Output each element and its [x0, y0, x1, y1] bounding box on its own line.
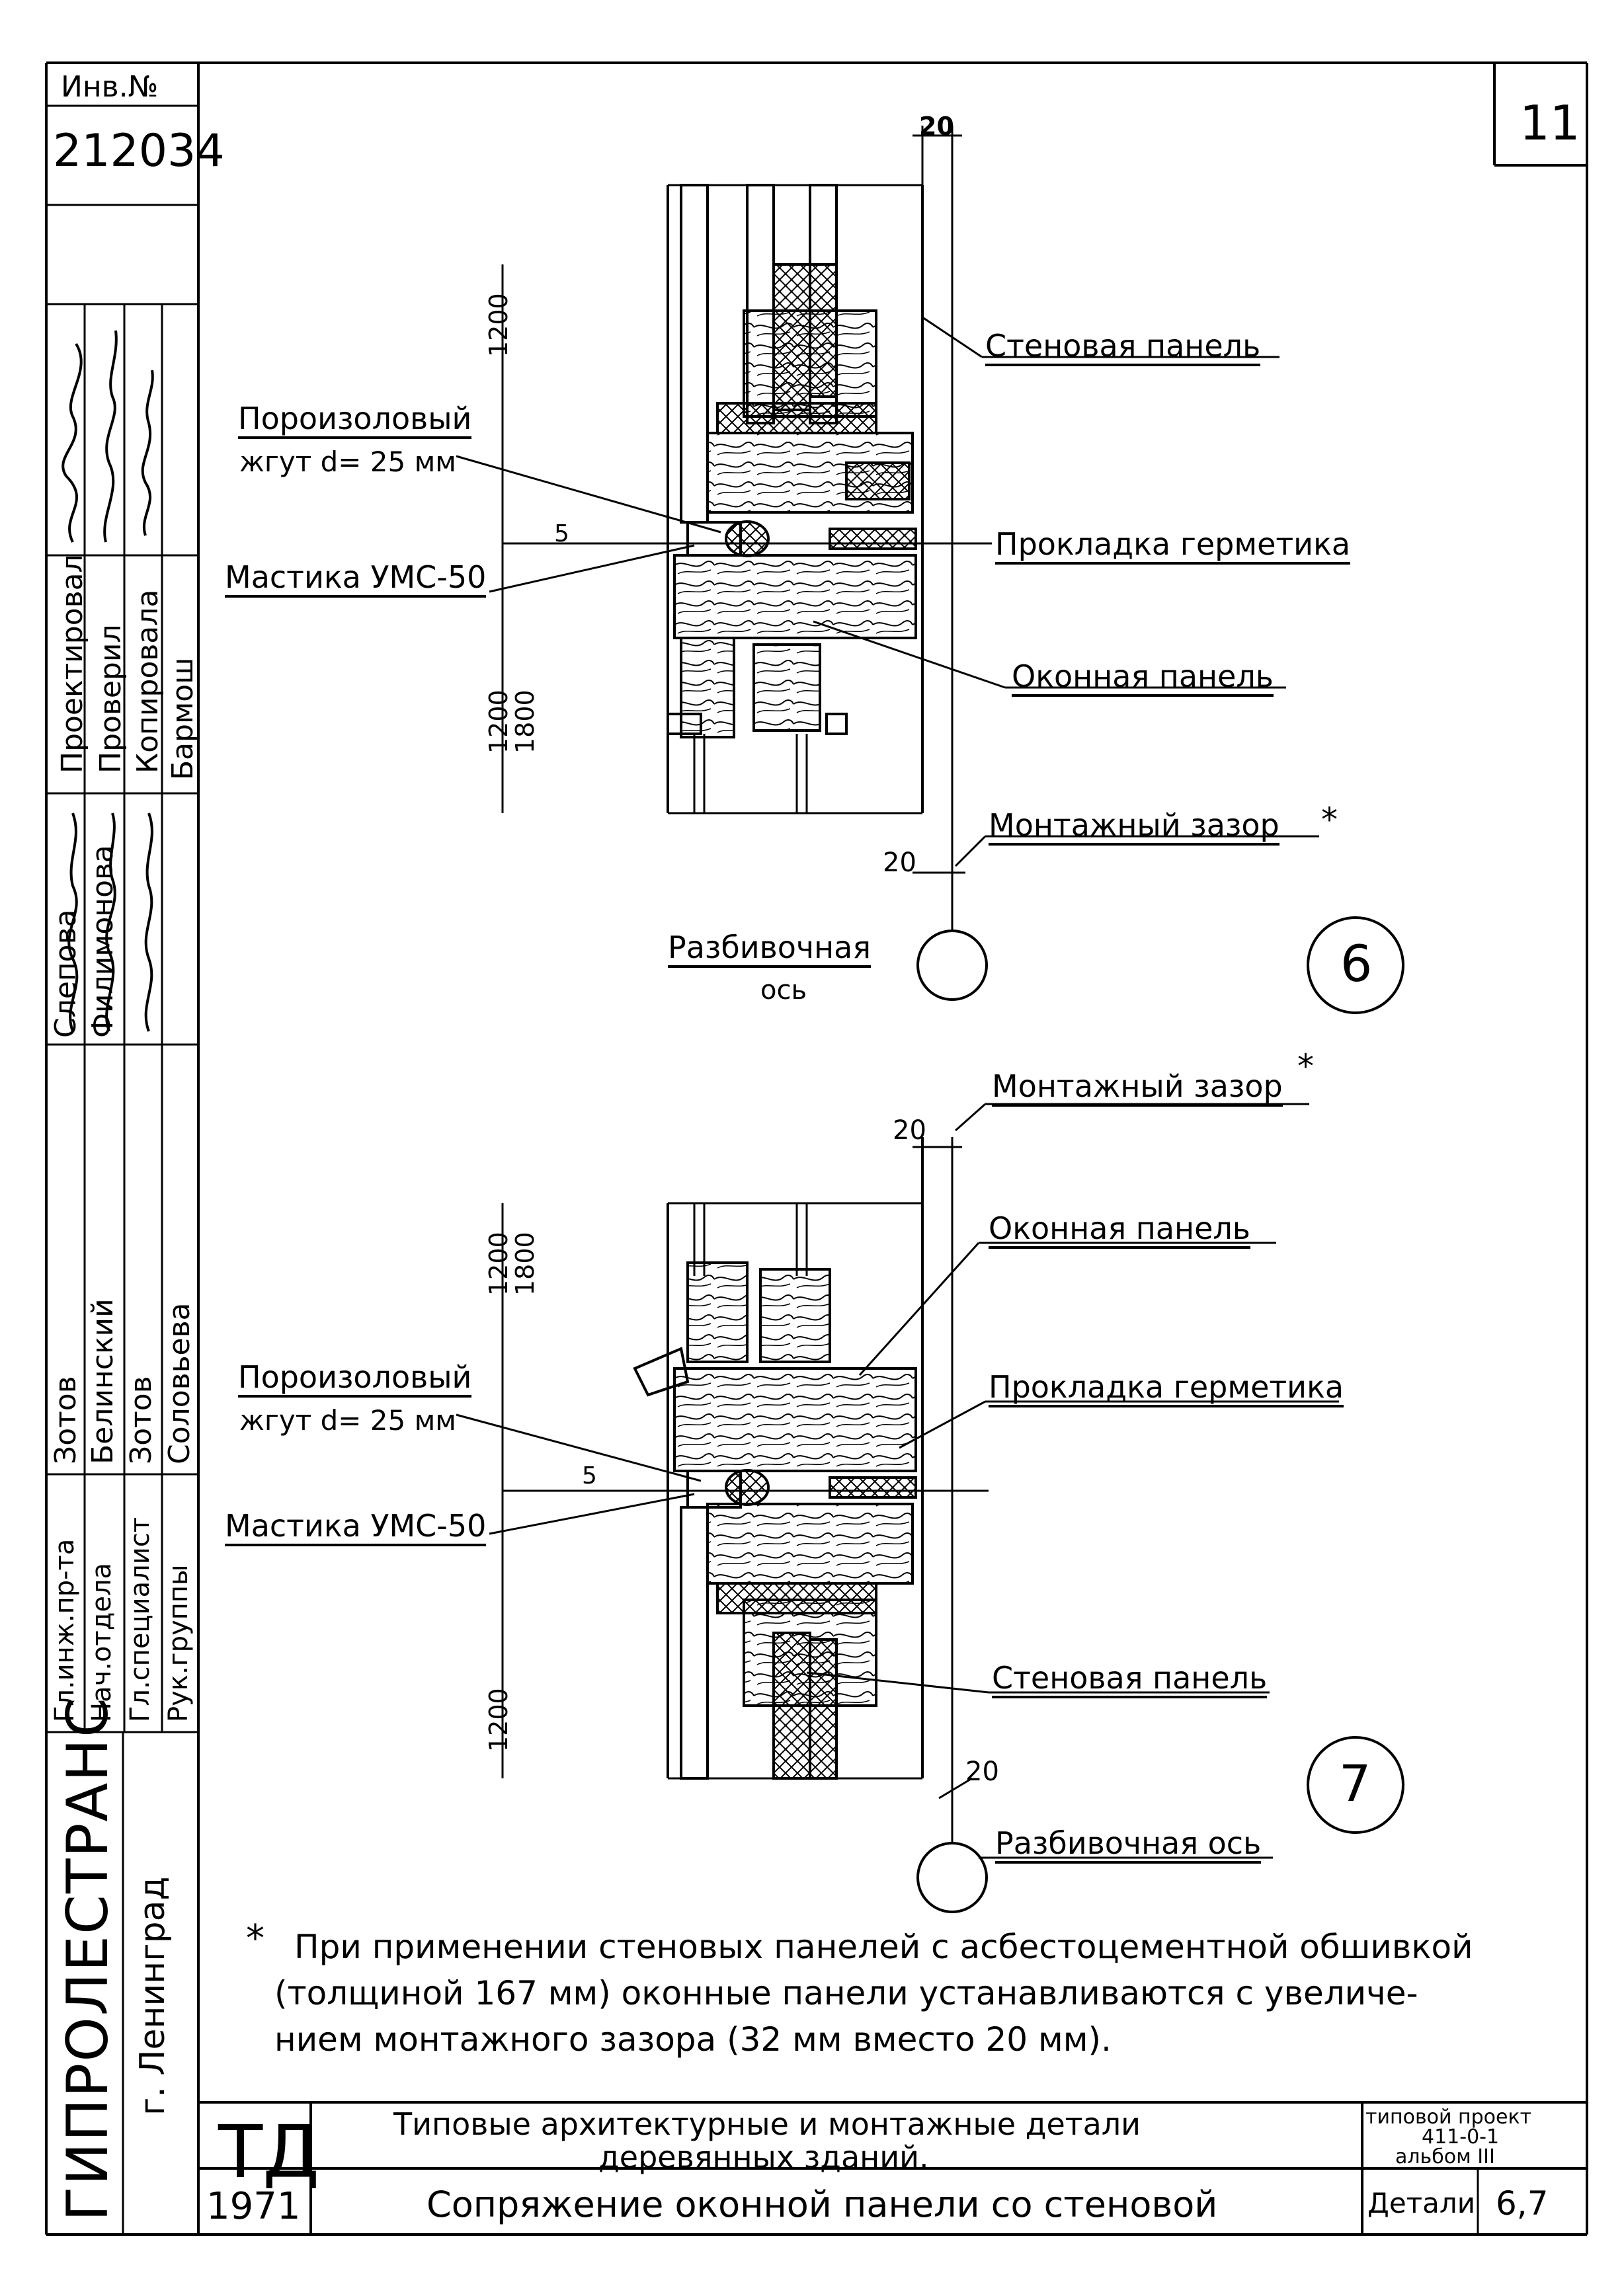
detail7-dim-bottom: 20	[965, 1757, 999, 1787]
detail7-dim-h1: 1200	[484, 1232, 513, 1296]
detail6-axis-label-2: ось	[760, 975, 807, 1006]
title-project-3: альбом III	[1395, 2145, 1495, 2168]
detail7-dim-mid: 5	[582, 1462, 597, 1489]
detail6-dim-mid: 5	[554, 520, 569, 547]
title-project-1: типовой проект	[1365, 2106, 1532, 2129]
detail6-axis-label: Разбивочная	[668, 932, 872, 968]
detail7-wall-panel-label: Стеновая панель	[992, 1663, 1268, 1698]
detail7-mastic-label: Мастика УМС-50	[225, 1511, 487, 1546]
footnote-star: *	[246, 1917, 264, 1960]
detail6-tourniquet-label: жгут d= 25 мм	[239, 446, 456, 478]
detail7-dim-h2: 1800	[510, 1232, 540, 1296]
detail7-window-panel-label: Оконная панель	[989, 1213, 1250, 1249]
detail7-tourniquet-label: жгут d= 25 мм	[239, 1404, 456, 1437]
title-project-2: 411-0-1	[1422, 2125, 1500, 2149]
detail6-circle-number: 6	[1340, 934, 1373, 993]
stamp-name-slepova: Слепова	[49, 909, 83, 1039]
detail7-dim-h3: 1200	[484, 1688, 513, 1752]
sheet-number: 11	[1520, 95, 1580, 151]
detail7-poroizol-label: Пороизоловый	[238, 1362, 472, 1398]
title-line-2: деревянных зданий.	[598, 2139, 929, 2175]
footnote-line-3: нием монтажного зазора (32 мм вместо 20 …	[274, 2020, 1112, 2059]
detail6-gap-label: Монтажный зазор	[989, 810, 1279, 846]
detail6-gap-star: *	[1321, 801, 1338, 839]
footnote-line-1: При применении стеновых панелей с асбест…	[294, 1928, 1473, 1966]
footnote-line-2: (толщиной 167 мм) оконные панели устанав…	[274, 1974, 1418, 2012]
detail6-window-panel-label: Оконная панель	[1012, 661, 1274, 697]
detail6-dim-bottom: 20	[883, 848, 916, 878]
title-year: 1971	[206, 2185, 301, 2228]
title-td: ТД	[218, 2110, 320, 2194]
stamp-name-filimonova: Филимонова	[86, 845, 120, 1038]
detail7-gap-label: Монтажный зазор	[992, 1071, 1283, 1107]
inventory-number: 212034	[53, 125, 225, 177]
detail6-mastic-label: Мастика УМС-50	[225, 562, 487, 598]
title-subtitle: Сопряжение оконной панели со стеновой	[426, 2184, 1218, 2225]
detail6-sealant-label: Прокладка герметика	[995, 529, 1351, 565]
title-details-value: 6,7	[1496, 2184, 1549, 2223]
title-details-label: Детали	[1367, 2187, 1475, 2219]
detail7-axis-label: Разбивочная ось	[995, 1828, 1262, 1864]
detail7-sealant-label: Прокладка герметика	[989, 1372, 1344, 1407]
inventory-label: Инв.№	[61, 70, 159, 104]
detail6-dim-top: 20	[919, 112, 954, 141]
title-line-1: Типовые архитектурные и монтажные детали	[393, 2106, 1141, 2142]
detail6-wall-panel-label: Стеновая панель	[985, 331, 1261, 366]
detail7-dim-top: 20	[893, 1115, 926, 1146]
detail7-gap-star: *	[1297, 1047, 1314, 1086]
detail7-circle-number: 7	[1339, 1754, 1371, 1813]
detail6-poroizol-label: Пороизоловый	[238, 403, 472, 439]
